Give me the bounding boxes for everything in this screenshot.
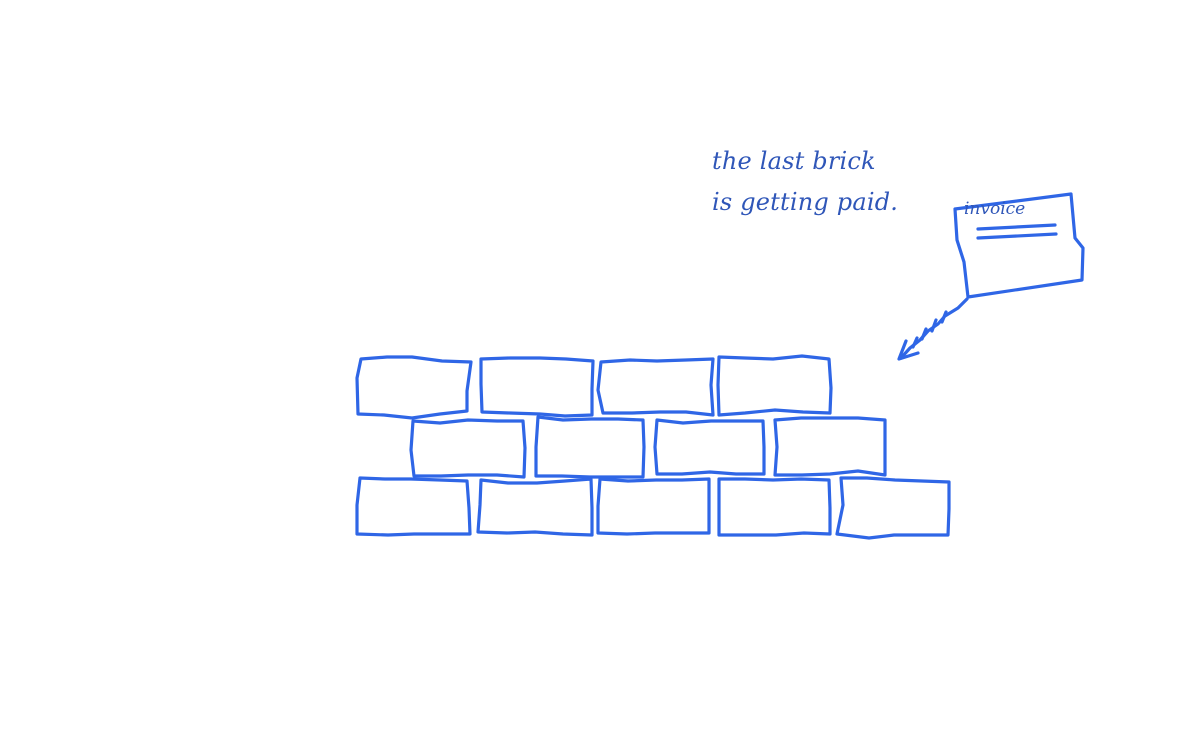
brick — [596, 357, 715, 417]
invoice-document: invoice — [953, 192, 1085, 299]
brick — [653, 418, 766, 476]
caption-line-1: the last brick — [712, 147, 876, 175]
brick — [596, 477, 711, 536]
brick-row-middle — [409, 415, 887, 479]
invoice-line-1 — [976, 223, 1057, 231]
brick — [355, 355, 473, 420]
arrow-hatch — [911, 310, 948, 349]
arrow-head — [897, 339, 920, 361]
brick-row-top — [355, 354, 833, 420]
caption-line-2: is getting paid. — [712, 188, 898, 216]
brick — [773, 416, 887, 477]
invoice-label: invoice — [964, 199, 1025, 219]
invoice-outline — [953, 192, 1085, 299]
brick-row-bottom — [355, 476, 951, 540]
brick — [479, 356, 595, 418]
brick — [355, 476, 472, 537]
brick — [409, 418, 527, 479]
caption: the last brick is getting paid. — [712, 147, 898, 216]
invoice-line-2 — [976, 232, 1058, 240]
brick — [717, 477, 832, 537]
brick — [716, 354, 833, 417]
brick — [534, 415, 646, 479]
arrow-icon — [897, 297, 969, 361]
brick — [835, 476, 951, 540]
brick-wall — [355, 354, 951, 540]
brick — [476, 477, 594, 537]
